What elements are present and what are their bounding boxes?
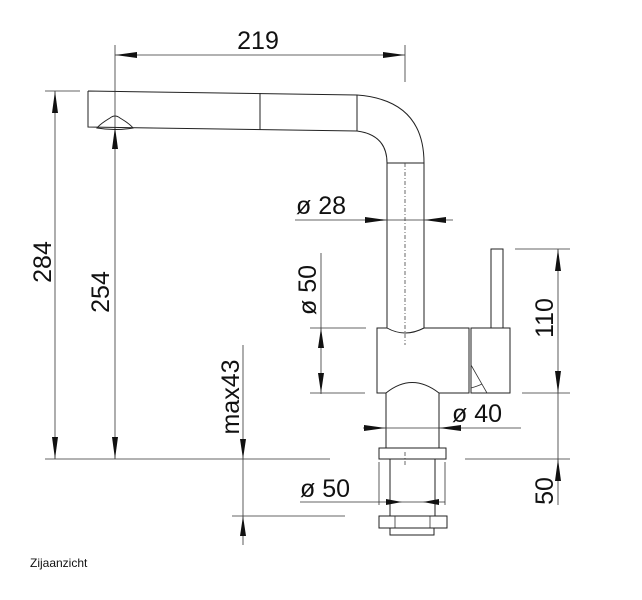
dimension-label: ø 50 <box>300 475 350 503</box>
dimension-label: ø 40 <box>452 400 502 428</box>
faucet-outline <box>87 90 511 536</box>
dimension-tube-diameter: ø 28 <box>295 192 453 223</box>
dimension-hole-diameter: ø 50 <box>300 475 445 505</box>
dimension-label: ø 28 <box>296 192 346 220</box>
flange <box>378 447 447 460</box>
dimension-label: max43 <box>217 359 245 434</box>
dimension-110: 110 <box>515 248 570 505</box>
view-caption: Zijaanzicht <box>30 556 88 570</box>
dimension-254: 254 <box>87 127 118 459</box>
dimension-label: 50 <box>531 477 559 505</box>
dimension-shank-diameter: ø 40 <box>363 400 521 431</box>
threaded-shank <box>389 458 436 517</box>
dimension-label: 284 <box>29 241 57 283</box>
dimension-label: ø 50 <box>294 265 322 315</box>
spout <box>87 90 425 328</box>
dimension-284: 284 <box>29 90 80 459</box>
dimension-label: 254 <box>87 271 115 313</box>
nut <box>378 515 448 529</box>
dimension-label: 219 <box>237 27 279 55</box>
dimension-body-diameter: ø 50 <box>294 253 366 394</box>
washer <box>389 527 435 536</box>
dimension-label: 110 <box>531 298 559 338</box>
dimension-max-thickness: max43 <box>217 345 345 545</box>
lever-housing <box>470 327 511 394</box>
lever-cam <box>470 364 488 394</box>
body <box>376 327 470 394</box>
dimension-50-shank: 50 <box>531 459 561 505</box>
lever <box>490 248 504 329</box>
aerator <box>96 115 134 130</box>
dimension-219: 219 <box>114 27 406 459</box>
